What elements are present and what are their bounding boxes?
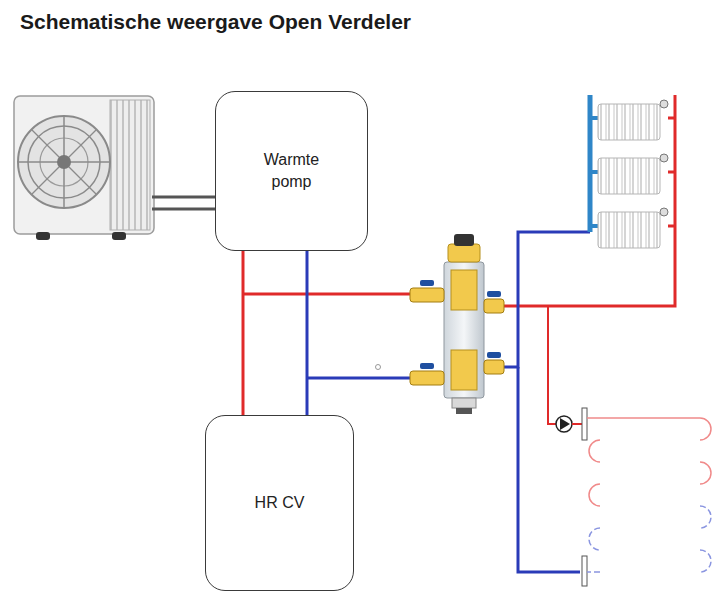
component-box: HR CV [205, 415, 354, 591]
loop-segment [587, 571, 600, 573]
floor-manifolds [582, 408, 587, 586]
open-distributor [410, 234, 504, 414]
pipe-connector [306, 251, 309, 415]
loop-segment [700, 506, 711, 528]
radiators [598, 100, 668, 248]
small-dot [376, 365, 381, 370]
loop-segment [589, 484, 600, 506]
box-label: HR CV [245, 492, 315, 514]
box-label: Warmte pomp [257, 149, 327, 192]
floor-heating-loop [587, 418, 711, 572]
loop-segment [700, 550, 711, 572]
loop-segment [587, 418, 711, 440]
title: Schematische weergave Open Verdeler [20, 10, 411, 34]
loop-segment [700, 462, 711, 484]
pipe-connector [242, 251, 245, 415]
loop-segment [589, 528, 600, 550]
component-box: Warmte pomp [215, 91, 368, 251]
outdoor-unit [14, 96, 216, 240]
pump-symbol [556, 416, 582, 432]
loop-segment [589, 440, 600, 462]
